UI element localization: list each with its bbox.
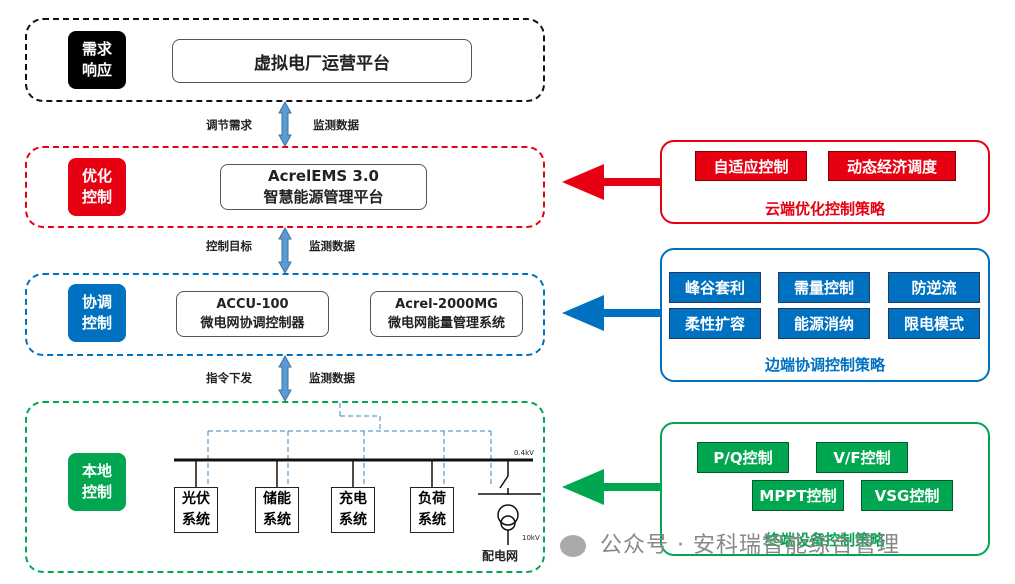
arrow3-right-label: 监测数据 [309, 371, 355, 385]
acrelems-platform-box: AcrelEMS 3.0 智慧能源管理平台 [220, 164, 427, 210]
grid-voltage-label: 10kV [522, 534, 540, 542]
cloud-strategy-title: 云端优化控制策略 [764, 200, 885, 218]
anti-backflow-pill: 防逆流 [888, 272, 980, 303]
local-control-tag: 本地 控制 [68, 453, 126, 511]
green-strategy-arrow [562, 469, 662, 505]
adaptive-control-pill: 自适应控制 [695, 151, 807, 181]
optimization-tag: 优化 控制 [68, 158, 126, 216]
flexible-expansion-pill: 柔性扩容 [669, 308, 761, 339]
wechat-icon [560, 535, 586, 557]
arrow2-right-label: 监测数据 [309, 239, 355, 253]
blue-strategy-arrow [562, 295, 662, 331]
pv-system-box: 光伏 系统 [174, 487, 218, 533]
red-strategy-arrow [562, 164, 665, 200]
terminal-strategy-title: 终端设备控制策略 [764, 531, 885, 549]
vsg-control-pill: VSG控制 [861, 480, 953, 511]
vf-control-pill: V/F控制 [816, 442, 908, 473]
charging-system-box: 充电 系统 [331, 487, 375, 533]
arrow1-right-label: 监测数据 [313, 118, 359, 132]
bus-voltage-label: 0.4kV [514, 449, 534, 457]
edge-strategy-title: 边端协调控制策略 [764, 356, 885, 374]
acrel-2000mg-box: Acrel-2000MG 微电网能量管理系统 [370, 291, 523, 337]
economic-dispatch-pill: 动态经济调度 [828, 151, 956, 181]
accu-controller-box: ACCU-100 微电网协调控制器 [176, 291, 329, 337]
vpp-platform-box: 虚拟电厂运营平台 [172, 39, 472, 83]
storage-system-box: 储能 系统 [255, 487, 299, 533]
arrow1-left-label: 调节需求 [206, 118, 252, 132]
power-limit-pill: 限电模式 [888, 308, 980, 339]
arrow-optimize-coordinate [278, 226, 292, 275]
grid-label: 配电网 [482, 549, 519, 563]
mppt-control-pill: MPPT控制 [752, 480, 844, 511]
energy-absorption-pill: 能源消纳 [778, 308, 870, 339]
peak-valley-pill: 峰谷套利 [669, 272, 761, 303]
load-system-box: 负荷 系统 [410, 487, 454, 533]
demand-control-pill: 需量控制 [778, 272, 870, 303]
arrow3-left-label: 指令下发 [206, 371, 252, 385]
watermark-text: 公众号 · 安科瑞智能综合管理 [600, 533, 900, 558]
arrow-demand-optimize [278, 100, 292, 148]
arrow-coordinate-local [278, 354, 292, 403]
arrow2-left-label: 控制目标 [206, 239, 252, 253]
demand-response-tag: 需求 响应 [68, 31, 126, 89]
pq-control-pill: P/Q控制 [697, 442, 789, 473]
wechat-watermark: 公众号 · 安科瑞智能综合管理 [560, 527, 900, 559]
coordination-tag: 协调 控制 [68, 284, 126, 342]
